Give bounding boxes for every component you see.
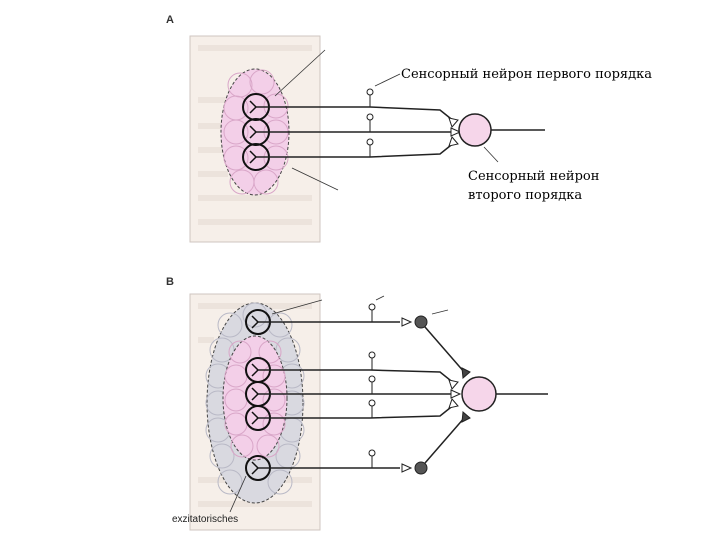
panel-b — [189, 293, 548, 531]
synapses-b — [401, 317, 462, 473]
second-order-neuron-b — [461, 376, 497, 412]
synapses-a — [448, 117, 462, 147]
second-order-neuron-label-line2: второго порядка — [468, 188, 583, 203]
first-order-neuron-label: Сенсорный нейрон первого порядка — [401, 67, 652, 82]
excitatory-label: exzitatorisches — [172, 514, 239, 525]
inhibitory-terminals-b — [461, 367, 471, 423]
second-order-neuron-a — [458, 113, 492, 147]
first-order-axons-b — [258, 321, 456, 469]
inhibitory-projections-b — [424, 326, 466, 464]
panel-a-letter: A — [166, 14, 174, 26]
interneuron-bottom — [414, 461, 428, 475]
ganglion-cells-a — [366, 88, 374, 157]
panel-a — [189, 35, 545, 243]
inhibitory-interneurons-b — [414, 315, 428, 475]
leader-lines-b — [229, 295, 449, 513]
second-order-neuron-label-line1: Сенсорный нейрон — [468, 169, 600, 184]
panel-b-letter: B — [166, 276, 174, 288]
leader-lines-a — [274, 49, 499, 191]
ganglion-cells-b — [368, 303, 376, 468]
interneuron-top — [414, 315, 428, 329]
sub-fields-a — [223, 69, 289, 195]
